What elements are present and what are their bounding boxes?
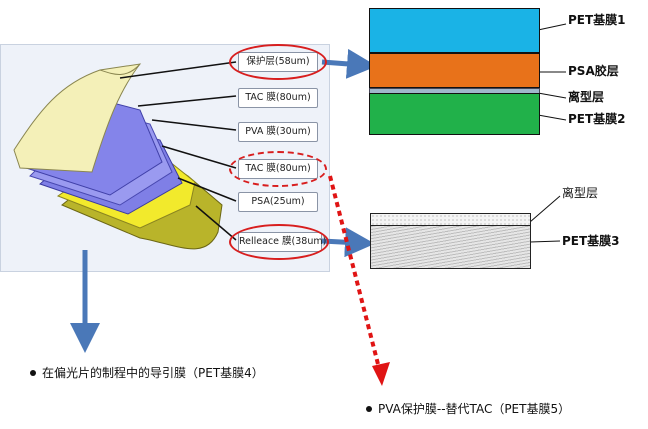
highlight-ring-release bbox=[229, 224, 329, 260]
film-sheets-illustration bbox=[13, 63, 223, 250]
top-layer-label-3: 离型层 bbox=[568, 90, 605, 104]
bottom-release-layer bbox=[370, 213, 531, 226]
highlight-ring-protective bbox=[229, 44, 327, 80]
dotted-arrow-head bbox=[372, 362, 390, 386]
top-layer-label-2: PSA胶层 bbox=[568, 64, 619, 78]
bottom-pet3-layer bbox=[370, 225, 531, 269]
leader-lines bbox=[119, 61, 237, 241]
layer-pet1-bar bbox=[369, 8, 540, 53]
label-pva-film: PVA 膜(30um) bbox=[238, 122, 318, 142]
left-note-bullet bbox=[30, 370, 36, 376]
top-stack-leaders bbox=[537, 23, 567, 121]
label-tac-film-top: TAC 膜(80um) bbox=[238, 88, 318, 108]
left-note-text: 在偏光片的制程中的导引膜（PET基膜4） bbox=[42, 366, 264, 380]
layer-psa-bar bbox=[369, 53, 540, 88]
right-note-text: PVA保护膜--替代TAC（PET基膜5） bbox=[378, 402, 571, 416]
bottom-layer-label-2: PET基膜3 bbox=[562, 234, 620, 248]
label-psa: PSA(25um) bbox=[238, 192, 318, 212]
top-layer-label-4: PET基膜2 bbox=[568, 112, 626, 126]
bottom-stack-leaders bbox=[529, 195, 561, 243]
top-layer-label-1: PET基膜1 bbox=[568, 13, 626, 27]
dotted-arrow-to-right-note bbox=[328, 175, 382, 373]
layer-pet2-bar bbox=[369, 93, 540, 135]
right-note-bullet bbox=[366, 406, 372, 412]
highlight-ring-tac bbox=[229, 151, 327, 187]
arrow-to-top-stack bbox=[321, 48, 377, 79]
bottom-layer-label-1: 离型层 bbox=[562, 186, 599, 200]
